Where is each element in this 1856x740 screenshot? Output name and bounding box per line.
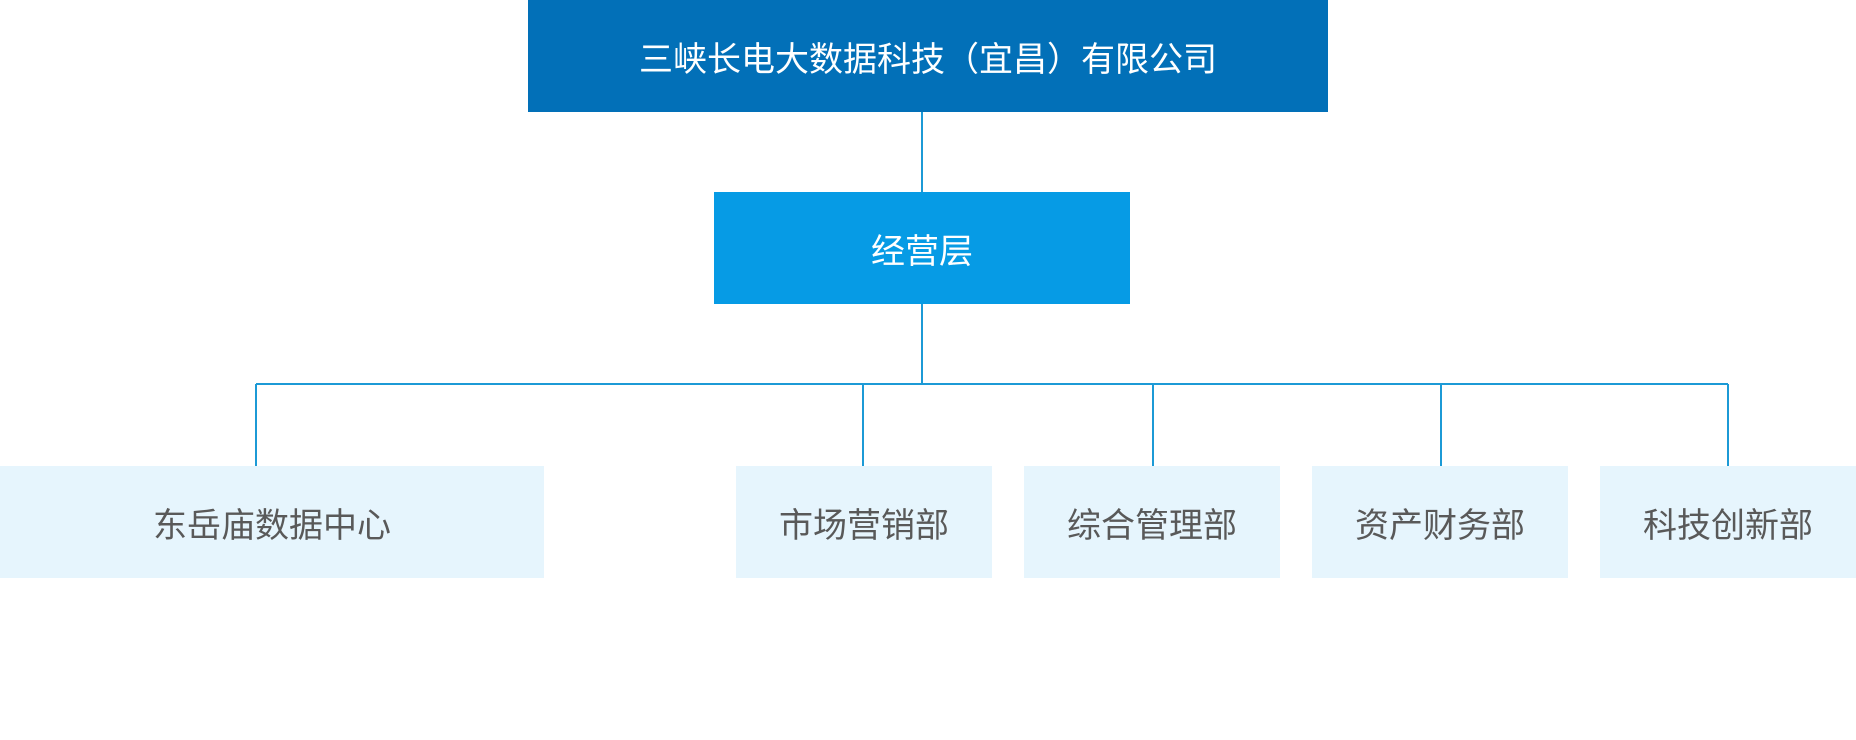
department-label: 综合管理部: [1067, 505, 1237, 546]
department-node-finance: 资产财务部: [1312, 466, 1568, 578]
department-label: 科技创新部: [1643, 505, 1813, 546]
management-layer-node: 经营层: [714, 192, 1130, 304]
department-node-innovation: 科技创新部: [1600, 466, 1856, 578]
department-label: 资产财务部: [1355, 505, 1525, 546]
management-layer-label: 经营层: [871, 231, 973, 272]
root-company-node: 三峡长电大数据科技（宜昌）有限公司: [528, 0, 1328, 112]
department-node-admin: 综合管理部: [1024, 466, 1280, 578]
department-node-marketing: 市场营销部: [736, 466, 992, 578]
department-node-data-center: 东岳庙数据中心: [0, 466, 544, 578]
department-label: 市场营销部: [779, 505, 949, 546]
department-label: 东岳庙数据中心: [153, 505, 391, 546]
root-company-label: 三峡长电大数据科技（宜昌）有限公司: [639, 39, 1217, 80]
